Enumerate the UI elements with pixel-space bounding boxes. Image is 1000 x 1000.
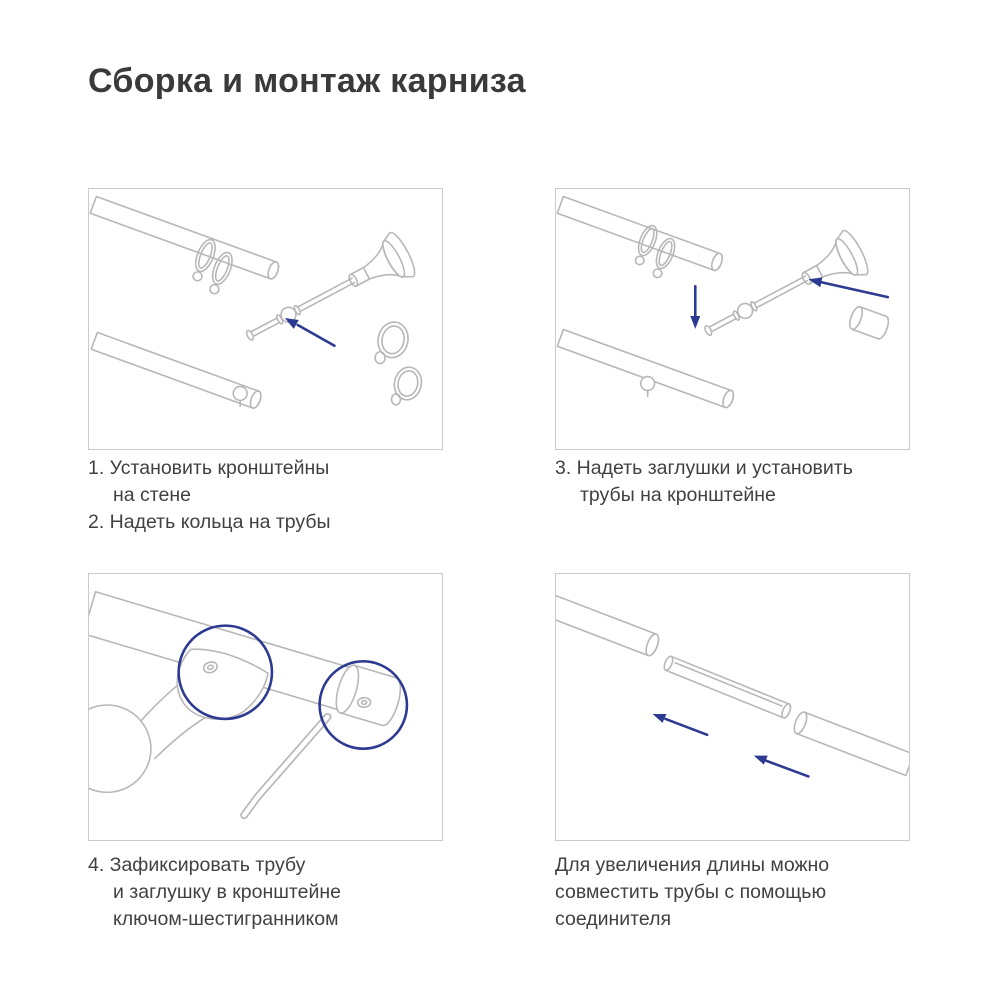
set-screw [356,696,372,708]
set-screw [202,661,219,674]
caption-line: совместить трубы с помощью [555,881,827,903]
caption-line: ключом-шестигранником [113,908,339,930]
ring-hook [192,271,203,282]
bracket-finial [639,375,656,398]
bracket-stem [245,277,356,341]
bracket-stem [704,275,809,337]
caption-line: Для увеличения длины можно [555,854,830,876]
wall-bracket [801,229,869,285]
caption-line: 2. Надеть кольца на трубы [88,511,331,533]
arrow-icon [753,755,810,778]
spare-ring [393,366,423,401]
illustration-caps-and-mount [556,195,890,409]
end-cap [849,305,890,340]
caption-line: трубы на кронштейне [580,484,776,506]
caption-step-4: 4. Зафиксировать трубу и заглушку в крон… [88,852,341,933]
tube-left [556,594,660,657]
panel-step-4 [88,573,443,841]
upper-tube [556,195,723,272]
curtain-ring [655,237,676,270]
caption-line: 4. Зафиксировать трубу [88,854,306,876]
bracket-ball [89,704,152,794]
page-title: Сборка и монтаж карниза [88,62,526,100]
caption-step-3: 3. Надеть заглушки и установить трубы на… [555,455,853,509]
bracket-closeup [176,648,269,720]
end-cap-closeup [335,664,402,727]
lower-tube [556,328,735,409]
arrow-icon [808,277,890,299]
highlight-circle [177,624,274,721]
illustration-hex-key-fixing [89,590,409,820]
curtain-ring [194,238,216,273]
hex-key-icon [240,712,332,820]
caption-line: и заглушку в кронштейне [113,881,341,903]
illustration-brackets-and-rings [89,195,423,409]
caption-line: соединителя [555,908,672,930]
panel-extension [555,573,910,841]
ring-hook [652,268,663,279]
ring-hook [634,255,645,266]
panel-step-1-2 [88,188,443,450]
arrow-icon [652,713,709,737]
caption-line: на стене [113,484,191,506]
bracket-finial [232,385,248,408]
upper-tube [89,195,280,280]
caption-step-1-2: 1. Установить кронштейны на стене 2. Над… [88,455,331,536]
caption-line: 1. Установить кронштейны [88,457,330,479]
caption-extension: Для увеличения длины можно совместить тр… [555,852,829,933]
ring-hook [209,283,220,295]
arrow-icon [284,318,336,348]
ring-hook [374,350,386,365]
curtain-ring [211,251,233,286]
illustration-tube-connector [556,594,909,778]
spare-ring [377,321,409,359]
panel-step-3 [555,188,910,450]
arrow-icon [690,284,701,329]
ring-hook [390,393,402,406]
connector [663,655,792,719]
lower-tube [90,331,262,409]
tube-right [793,711,909,777]
curtain-ring [637,224,658,257]
highlight-circle [318,660,409,750]
wall-bracket [348,231,416,287]
caption-line: 3. Надеть заглушки и установить [555,457,853,479]
